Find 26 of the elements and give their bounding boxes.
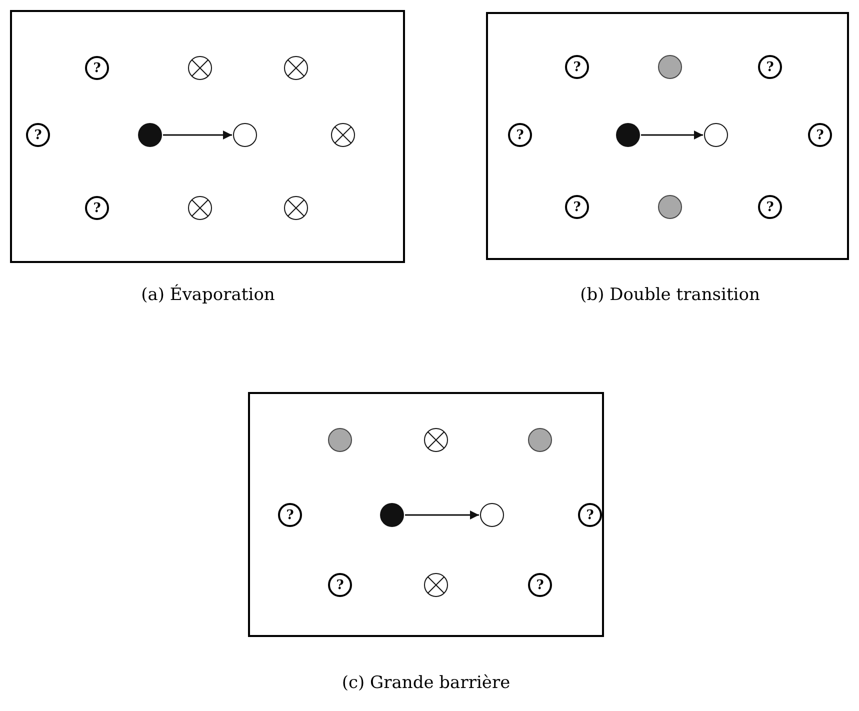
crossed-circle [423,427,449,453]
subfigure-caption: (a) Évaporation [141,283,275,307]
crossed-circle [423,572,449,598]
panel-frame [486,12,849,260]
shaded-circle [327,427,353,453]
empty-circle [232,122,258,148]
crossed-circle [330,122,356,148]
filled-circle [379,502,405,528]
subfigure-caption: (c) Grande barrière [342,672,510,695]
panel-frame [248,392,604,637]
crossed-circle [283,195,309,221]
crossed-circle [283,55,309,81]
shaded-circle [527,427,553,453]
arrow [641,130,703,140]
arrow [163,130,232,140]
arrow [405,510,479,520]
subfigure-caption: (b) Double transition [580,284,760,307]
crossed-circle [187,55,213,81]
filled-circle [615,122,641,148]
crossed-circle [187,195,213,221]
shaded-circle [657,194,683,220]
filled-circle [137,122,163,148]
shaded-circle [657,54,683,80]
empty-circle [703,122,729,148]
panel-frame [10,10,405,263]
empty-circle [479,502,505,528]
